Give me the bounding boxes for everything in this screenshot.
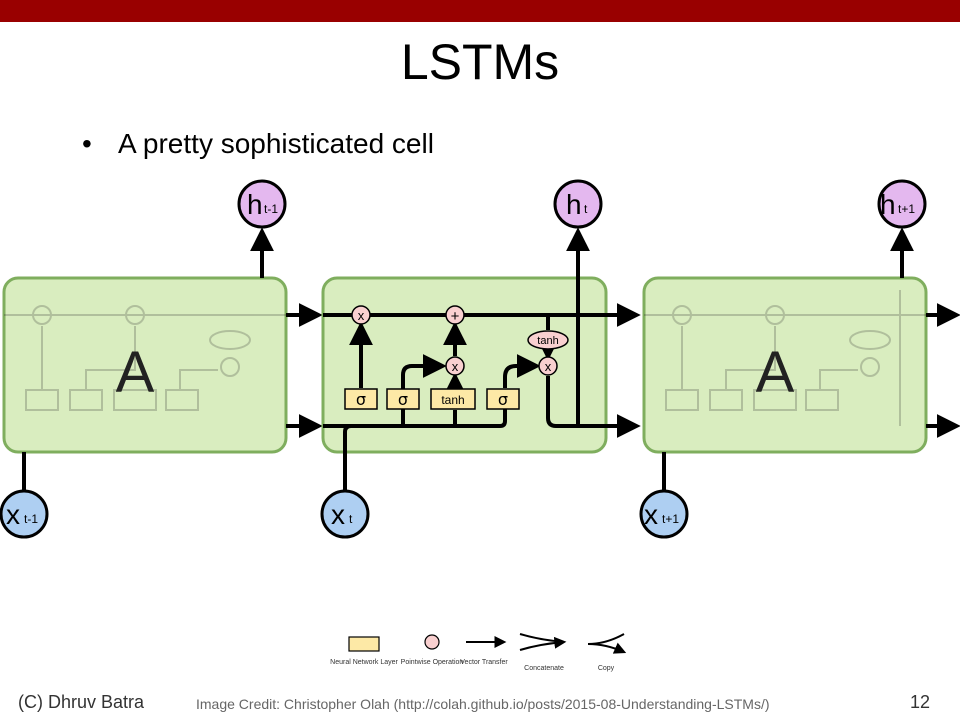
tanh-op (527, 330, 569, 350)
input-multiply-op (445, 356, 465, 376)
svg-text:t+1: t+1 (898, 202, 915, 216)
slide-title: LSTMs (400, 34, 560, 90)
bullet-text: A pretty sophisticated cell (118, 128, 434, 159)
cell-next-label: A (756, 340, 795, 405)
svg-text:t-1: t-1 (24, 512, 38, 526)
h-next-node: h t+1 (877, 179, 927, 229)
legend-op-label: Pointwise Operation (401, 659, 464, 666)
svg-text:t+1: t+1 (662, 512, 679, 526)
h-current-node: h t (553, 179, 603, 229)
forget-multiply-op (351, 305, 371, 325)
svg-text:x: x (545, 359, 552, 374)
bullet-item: •A pretty sophisticated cell (82, 128, 434, 159)
svg-text:x: x (6, 499, 20, 530)
legend-layer-label: Neural Network Layer (330, 659, 398, 666)
input-gate-layer (386, 388, 420, 410)
legend-copy-arrow (587, 633, 624, 652)
output-multiply-op (538, 356, 558, 376)
cell-current: x + x x tanh σ σ tanh σ (321, 227, 641, 500)
x-next-node: x t+1 (639, 489, 689, 539)
legend-copy-label: Copy (598, 665, 615, 672)
svg-text:σ: σ (498, 390, 508, 409)
page-number: 12 (910, 692, 931, 712)
svg-text:tanh: tanh (441, 393, 464, 407)
x-prev-node: x t-1 (0, 489, 49, 539)
footer-author: (C) Dhruv Batra (18, 692, 145, 712)
legend-transfer-label: Vector Transfer (460, 659, 508, 666)
legend-concat-label: Concatenate (524, 665, 564, 672)
svg-text:x: x (331, 499, 345, 530)
svg-text:σ: σ (356, 390, 366, 409)
svg-text:+: + (451, 308, 460, 325)
svg-text:t: t (349, 512, 353, 526)
svg-text:x: x (358, 308, 365, 323)
svg-text:t-1: t-1 (264, 202, 278, 216)
forget-gate-layer (344, 388, 378, 410)
output-gate-layer (486, 388, 520, 410)
svg-text:t: t (584, 202, 588, 216)
svg-text:h: h (566, 189, 582, 220)
h-prev-node: h t-1 (237, 179, 287, 229)
svg-text:h: h (247, 189, 263, 220)
svg-text:x: x (644, 499, 658, 530)
legend-layer-swatch (348, 636, 380, 652)
legend-op-swatch (424, 634, 440, 650)
footer-credit: Image Credit: Christopher Olah (http://c… (196, 696, 770, 712)
svg-text:σ: σ (398, 390, 408, 409)
cell-next: A (642, 276, 928, 454)
candidate-layer (430, 388, 476, 410)
header-bar (0, 0, 960, 22)
cell-prev: A (2, 276, 288, 454)
add-op (445, 305, 465, 325)
legend-concat-arrow (519, 634, 564, 650)
cell-prev-label: A (116, 340, 155, 405)
legend: Neural Network Layer Pointwise Operation… (330, 634, 624, 672)
svg-text:tanh: tanh (537, 335, 558, 347)
svg-text:h: h (880, 189, 896, 220)
svg-text:x: x (452, 359, 459, 374)
x-current-node: x t (320, 489, 370, 539)
